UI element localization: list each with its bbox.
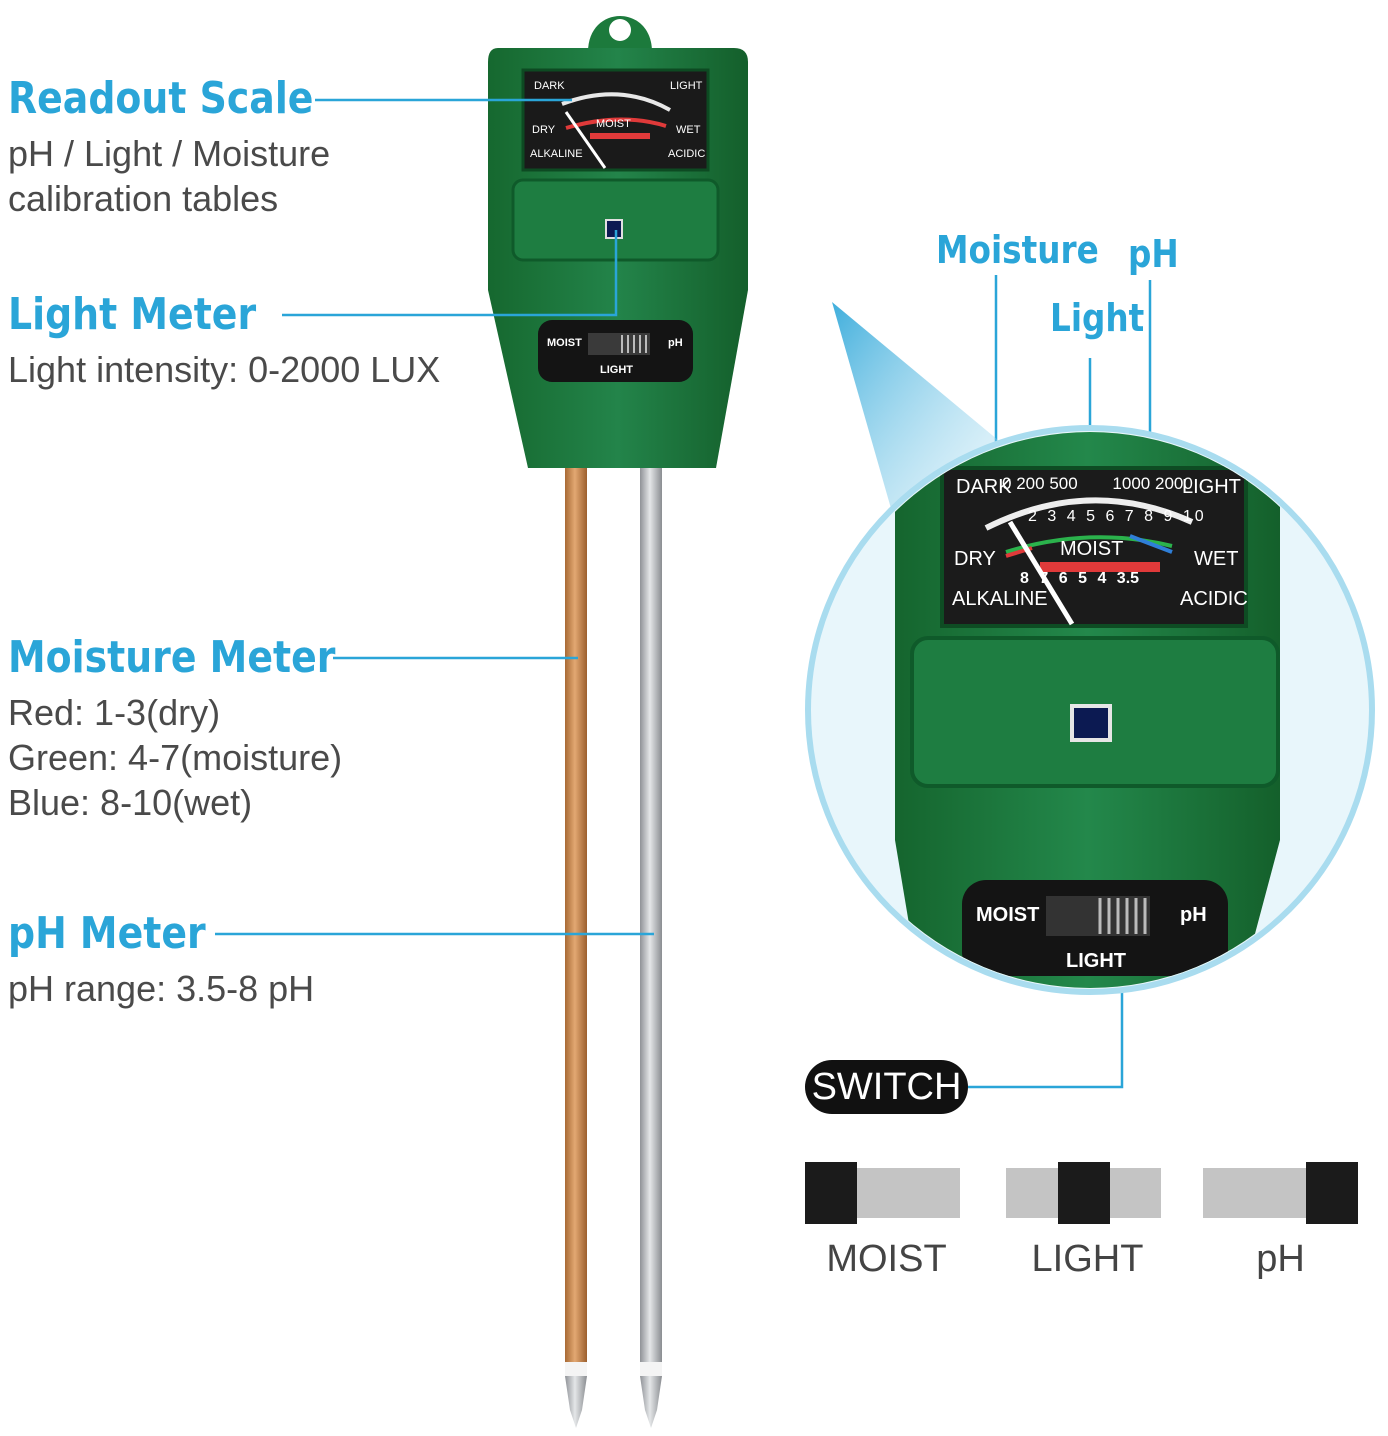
- light-callout: Light: [1050, 296, 1145, 340]
- readout-scale-line-1: pH / Light / Moisture: [8, 133, 331, 174]
- ph-tick: 8: [1020, 570, 1029, 587]
- light-sensor: [605, 219, 623, 239]
- device-switch-labels: MOIST pH LIGHT: [538, 320, 693, 382]
- switch-label-ph: pH: [1256, 1238, 1305, 1280]
- zoom-acidic-label: ACIDIC: [1180, 588, 1248, 610]
- device-alkaline-label: ALKALINE: [530, 148, 583, 160]
- device-dark-label: DARK: [534, 80, 565, 92]
- zoom-gauge-labels: DARK LIGHT DRY WET MOIST ALKALINE ACIDIC…: [942, 468, 1248, 626]
- moist-tick: 5: [1086, 508, 1098, 525]
- switch-title-badge: SWITCH: [805, 1060, 968, 1114]
- ph-meter-title: pH Meter: [8, 908, 206, 959]
- zoom-view: [805, 302, 1375, 995]
- steel-probe-tip: [640, 1376, 662, 1428]
- moist-tick: 3: [1047, 508, 1060, 525]
- device-dry-label: DRY: [532, 124, 556, 136]
- device-switch-moist: MOIST: [547, 337, 582, 349]
- zoom-moist-ticks: 2 3 4 5 6 7 8 9 10: [1028, 508, 1207, 526]
- zoom-ph-ticks: 8 7 6 5 4 3.5: [1020, 570, 1139, 588]
- moist-tick: 4: [1066, 508, 1079, 525]
- light-meter-title: Light Meter: [8, 289, 257, 340]
- device-moist-label: MOIST: [596, 118, 631, 130]
- device-light-label: LIGHT: [670, 80, 703, 92]
- moisture-meter-line-3: Blue: 8-10(wet): [8, 782, 253, 823]
- switch-knob: [805, 1162, 857, 1224]
- copper-probe-tip: [565, 1376, 587, 1428]
- zoom-switch-ph: pH: [1180, 904, 1207, 926]
- ph-meter-line-1: pH range: 3.5-8 pH: [8, 968, 315, 1009]
- moisture-callout: Moisture: [936, 228, 1099, 272]
- moist-tick: 9: [1163, 508, 1176, 525]
- zoom-lux-ticks: 0 200 500 1000 2000: [1002, 474, 1193, 494]
- zoom-gauge-window: [940, 466, 1248, 628]
- readout-scale-line-2: calibration tables: [8, 178, 279, 219]
- zoom-switch-light: LIGHT: [1066, 950, 1126, 972]
- switch-position-moist: [805, 1162, 960, 1224]
- switch-label-moist: MOIST: [826, 1238, 947, 1280]
- light-leader: [282, 230, 618, 317]
- lux-tick: 1000: [1112, 474, 1151, 493]
- moisture-meter-line-2: Green: 4-7(moisture): [8, 737, 343, 778]
- lux-tick: 500: [1049, 474, 1078, 493]
- moist-tick: 6: [1105, 508, 1118, 525]
- moisture-meter-line-1: Red: 1-3(dry): [8, 692, 221, 733]
- zoom-wet-label: WET: [1194, 548, 1239, 570]
- device-gauge-labels: DARK LIGHT DRY WET MOIST ALKALINE ACIDIC: [528, 78, 708, 168]
- switch-knob: [1058, 1162, 1110, 1224]
- moist-tick: 7: [1124, 508, 1137, 525]
- readout-scale-title: Readout Scale: [8, 73, 314, 124]
- device-acidic-label: ACIDIC: [668, 148, 706, 160]
- copper-probe: [565, 460, 587, 1370]
- switch-position-ph: [1203, 1162, 1358, 1224]
- moist-tick: 8: [1144, 508, 1157, 525]
- zoom-moist-label: MOIST: [1060, 538, 1124, 560]
- zoom-alkaline-label: ALKALINE: [952, 588, 1048, 610]
- zoom-switch-labels: MOIST pH LIGHT: [962, 880, 1228, 976]
- soil-meter-device: [488, 16, 748, 1428]
- lux-tick: 2000: [1154, 474, 1193, 493]
- switch-position-light: [1006, 1162, 1161, 1224]
- moist-tick: 10: [1182, 508, 1207, 525]
- ph-callout: pH: [1128, 232, 1179, 276]
- steel-probe: [640, 460, 662, 1370]
- device-wet-label: WET: [676, 124, 701, 136]
- switch-label-light: LIGHT: [1031, 1238, 1144, 1280]
- zoom-dry-label: DRY: [954, 548, 996, 570]
- ph-tick: 4: [1097, 570, 1107, 587]
- moisture-meter-title: Moisture Meter: [8, 632, 336, 683]
- zoom-light-sensor: [1070, 704, 1112, 742]
- lux-tick: 0: [1002, 474, 1012, 493]
- ph-tick: 6: [1058, 570, 1068, 587]
- ph-tick: 7: [1039, 570, 1049, 587]
- ph-tick: 3.5: [1116, 570, 1140, 587]
- ph-tick: 5: [1078, 570, 1087, 587]
- zoom-switch-moist: MOIST: [976, 904, 1040, 926]
- zoom-light-label: LIGHT: [1182, 476, 1241, 498]
- switch-knob: [1306, 1162, 1358, 1224]
- lux-tick: 200: [1016, 474, 1045, 493]
- device-switch-ph: pH: [668, 337, 683, 349]
- zoom-dark-label: DARK: [956, 476, 1012, 498]
- device-switch-light: LIGHT: [600, 364, 633, 376]
- moist-tick: 2: [1028, 508, 1040, 525]
- light-meter-line-1: Light intensity: 0-2000 LUX: [8, 349, 441, 390]
